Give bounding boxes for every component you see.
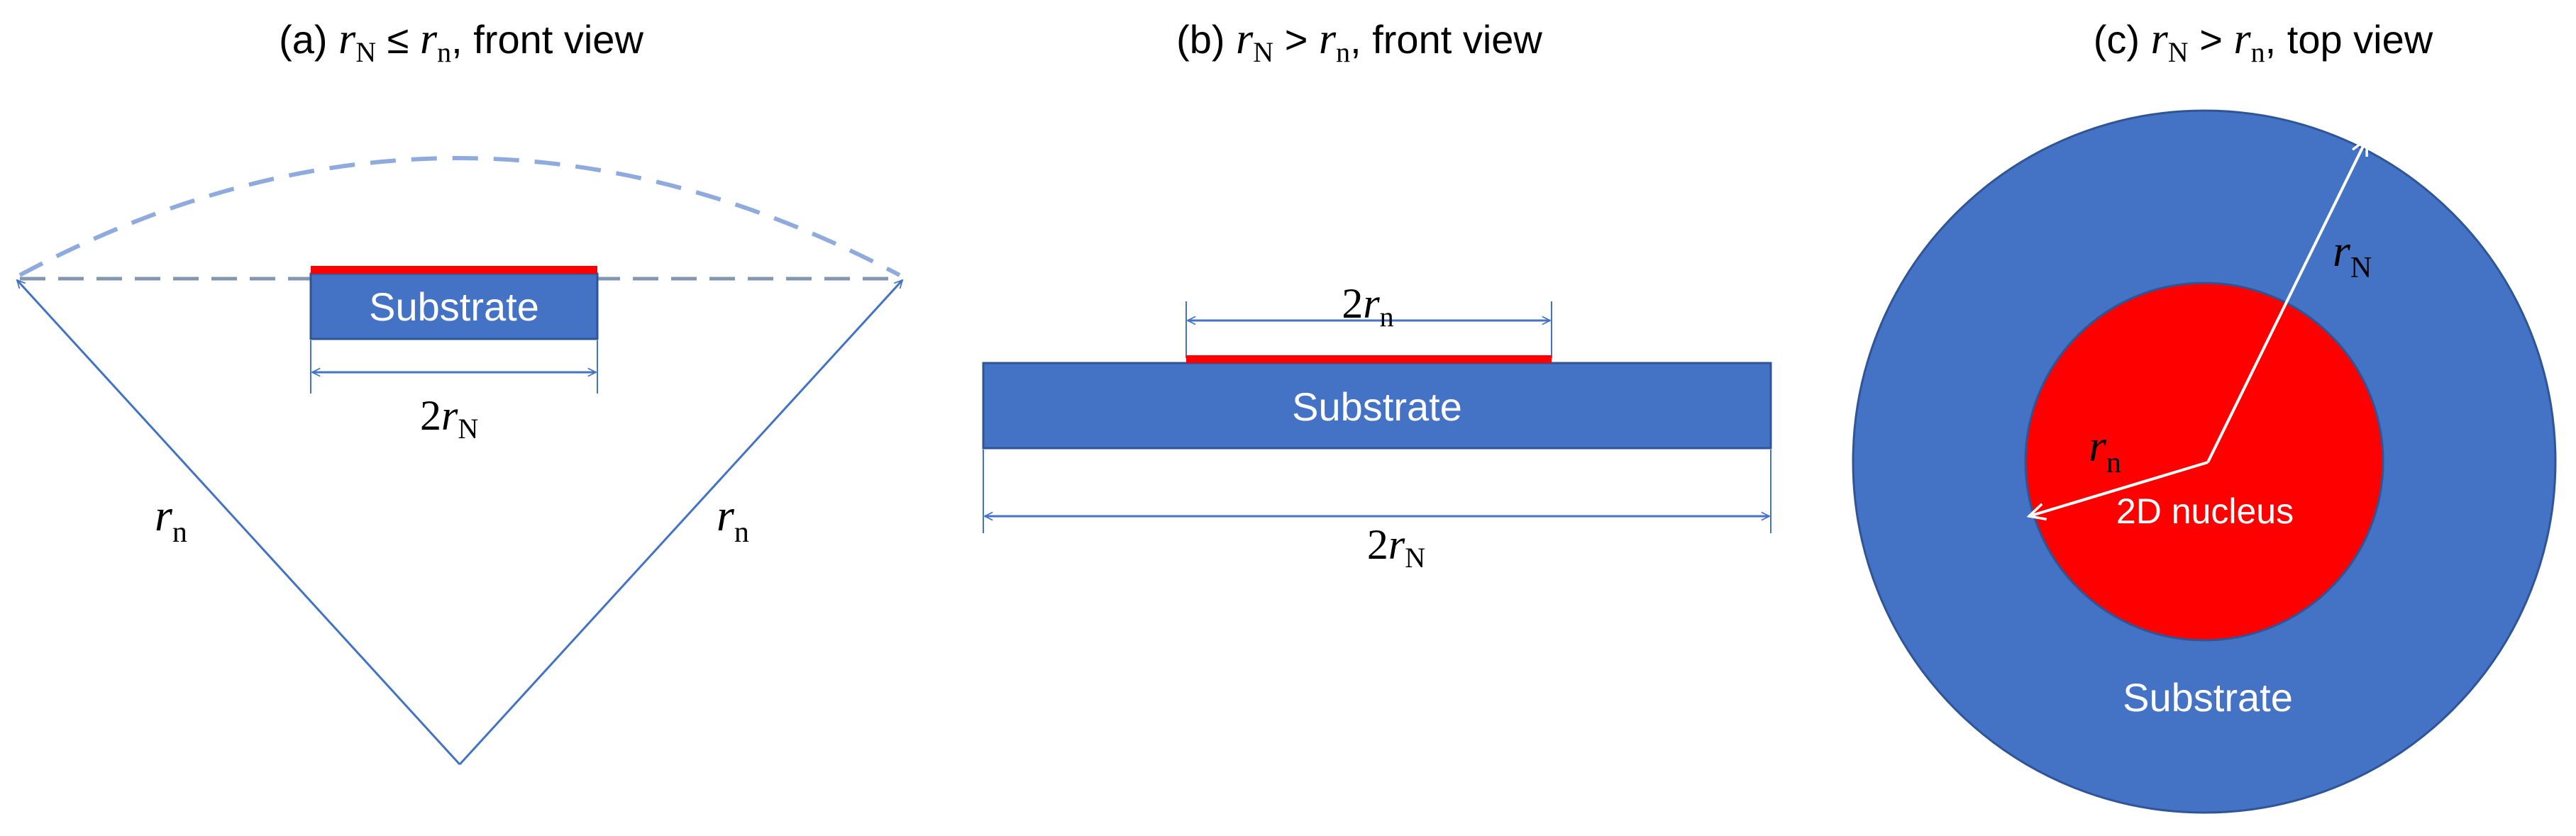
radius-line-right bbox=[458, 280, 902, 766]
dashed-arc bbox=[18, 156, 901, 277]
nucleus-width-label: 2rn bbox=[1342, 280, 1393, 333]
panel-b: (b) rN > rn, front view 2rn Substrate 2r… bbox=[982, 15, 1772, 574]
nucleus-layer bbox=[1186, 355, 1552, 363]
radius-line-left bbox=[17, 280, 461, 766]
nucleus-layer bbox=[311, 266, 597, 274]
panel-a: (a) rN ≤ rn, front view Substrate 2rN rn… bbox=[17, 15, 902, 766]
panel-c-title: (c) rN > rn, top view bbox=[2094, 15, 2433, 68]
substrate-block bbox=[982, 362, 1772, 450]
panel-c: (c) rN > rn, top view rN rn 2D nucleus S… bbox=[1852, 15, 2557, 814]
substrate-label: Substrate bbox=[369, 284, 539, 329]
substrate-label: Substrate bbox=[2123, 675, 2293, 720]
substrate-width-label: 2rN bbox=[1367, 521, 1425, 574]
inner-radius-label: rn bbox=[2089, 420, 2121, 479]
outer-radius-arrow bbox=[2206, 139, 2367, 463]
inner-radius-arrow bbox=[2029, 461, 2209, 516]
panel-b-title: (b) rN > rn, front view bbox=[1176, 15, 1542, 68]
radius-label-left: rn bbox=[155, 490, 187, 549]
radius-label-right: rn bbox=[717, 490, 749, 549]
width-label: 2rN bbox=[420, 392, 478, 445]
substrate-label: Substrate bbox=[1292, 384, 1462, 429]
nucleus-disc bbox=[2024, 282, 2384, 642]
nucleus-label: 2D nucleus bbox=[2116, 491, 2294, 531]
outer-radius-label: rN bbox=[2333, 225, 2372, 284]
panel-a-title: (a) rN ≤ rn, front view bbox=[279, 15, 643, 68]
